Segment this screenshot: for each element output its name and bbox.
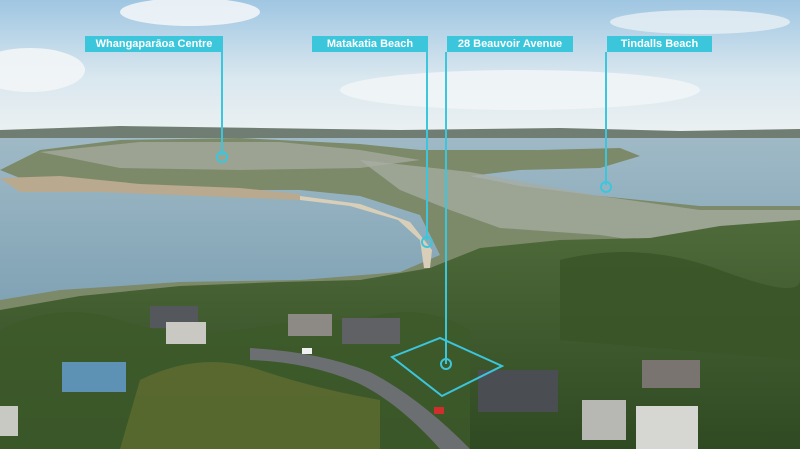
house xyxy=(636,406,698,449)
distant-land xyxy=(0,126,800,140)
marker-dot-matakatia-beach xyxy=(421,236,433,248)
label-tindalls-beach: Tindalls Beach xyxy=(607,36,712,52)
property-boundary xyxy=(390,336,505,398)
car xyxy=(434,407,444,414)
label-28-beauvoir-avenue: 28 Beauvoir Avenue xyxy=(447,36,573,52)
house xyxy=(0,406,18,436)
label-matakatia-beach: Matakatia Beach xyxy=(312,36,428,52)
cliff xyxy=(0,176,300,200)
cloud xyxy=(0,48,85,92)
house xyxy=(342,318,400,344)
house xyxy=(582,400,626,440)
cloud xyxy=(120,0,260,26)
cloud xyxy=(340,70,700,110)
marker-dot-tindalls-beach xyxy=(600,181,612,193)
marker-dot-28-beauvoir-avenue xyxy=(440,358,452,370)
beach xyxy=(300,196,432,268)
house xyxy=(166,322,206,344)
label-whangaparaoa-centre: Whangaparāoa Centre xyxy=(85,36,223,52)
marker-dot-whangaparaoa-centre xyxy=(216,151,228,163)
house xyxy=(478,370,558,412)
town-area xyxy=(40,142,420,170)
house xyxy=(642,360,700,388)
house xyxy=(288,314,332,336)
bush xyxy=(120,362,380,449)
bush xyxy=(560,252,800,360)
cloud xyxy=(610,10,790,34)
road xyxy=(250,348,470,449)
house xyxy=(62,362,126,392)
car xyxy=(302,348,312,354)
